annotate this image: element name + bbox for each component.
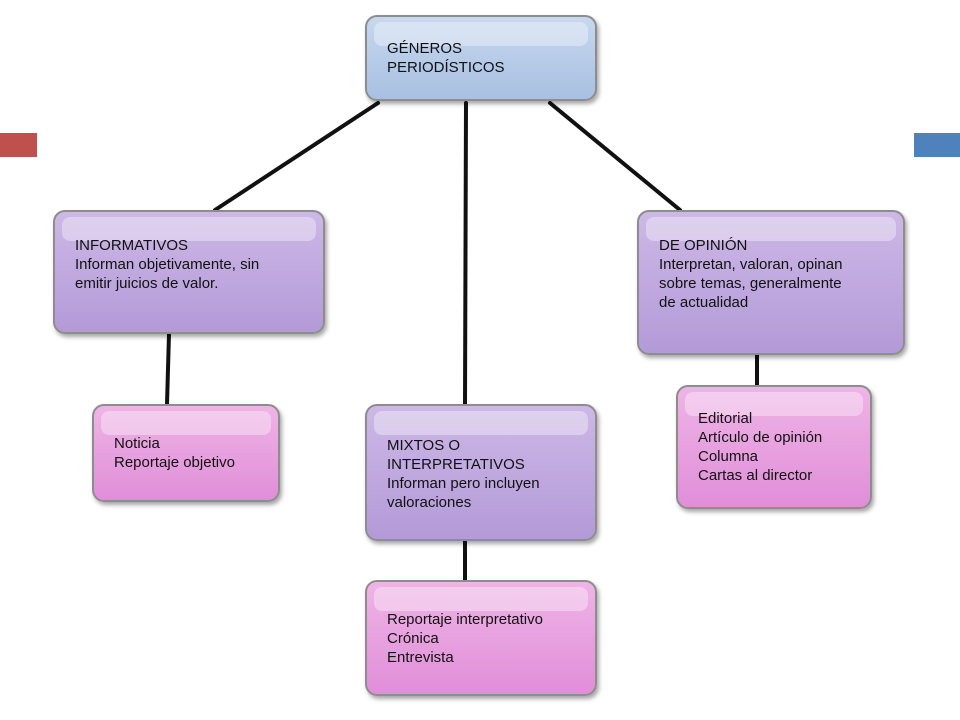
examples-opinion: Editorial Artículo de opinión Columna Ca… bbox=[676, 385, 872, 509]
connector-root-mixtos bbox=[463, 101, 468, 406]
example-reportaje-objetivo: Reportaje objetivo bbox=[114, 454, 235, 471]
category-opinion-title: DE OPINIÓN bbox=[659, 237, 748, 254]
example-articulo-opinion: Artículo de opinión bbox=[698, 429, 823, 446]
example-entrevista: Entrevista bbox=[387, 649, 454, 666]
category-opinion-desc-3: de actualidad bbox=[659, 294, 749, 311]
example-cartas-director: Cartas al director bbox=[698, 467, 813, 484]
root-line-1: GÉNEROS bbox=[387, 40, 463, 57]
category-informativos-desc-1: Informan objetivamente, sin bbox=[75, 256, 260, 273]
examples-mixtos: Reportaje interpretativo Crónica Entrevi… bbox=[365, 580, 597, 696]
right-accent-bar bbox=[914, 133, 960, 157]
category-informativos: INFORMATIVOS Informan objetivamente, sin… bbox=[53, 210, 325, 334]
example-reportaje-interpretativo: Reportaje interpretativo bbox=[387, 611, 543, 628]
connector-root-opinion bbox=[548, 101, 682, 212]
example-editorial: Editorial bbox=[698, 410, 753, 427]
category-opinion-desc-1: Interpretan, valoran, opinan bbox=[659, 256, 843, 273]
category-informativos-desc-2: emitir juicios de valor. bbox=[75, 275, 219, 292]
connector-informativos-examples bbox=[165, 332, 171, 406]
category-mixtos-desc-1: Informan pero incluyen bbox=[387, 475, 540, 492]
category-opinion-desc-2: sobre temas, generalmente bbox=[659, 275, 842, 292]
example-columna: Columna bbox=[698, 448, 759, 465]
category-informativos-title: INFORMATIVOS bbox=[75, 237, 189, 254]
category-mixtos-desc-2: valoraciones bbox=[387, 494, 472, 511]
connector-root-informativos bbox=[213, 101, 380, 212]
category-mixtos-title-1: MIXTOS O bbox=[387, 437, 461, 454]
examples-informativos: Noticia Reportaje objetivo bbox=[92, 404, 280, 502]
root-node: GÉNEROS PERIODÍSTICOS bbox=[365, 15, 597, 101]
root-line-2: PERIODÍSTICOS bbox=[387, 59, 505, 76]
left-accent-bar bbox=[0, 133, 37, 157]
category-opinion: DE OPINIÓN Interpretan, valoran, opinan … bbox=[637, 210, 905, 355]
example-cronica: Crónica bbox=[387, 630, 439, 647]
example-noticia: Noticia bbox=[114, 435, 160, 452]
category-mixtos-title-2: INTERPRETATIVOS bbox=[387, 456, 525, 473]
category-mixtos: MIXTOS O INTERPRETATIVOS Informan pero i… bbox=[365, 404, 597, 541]
